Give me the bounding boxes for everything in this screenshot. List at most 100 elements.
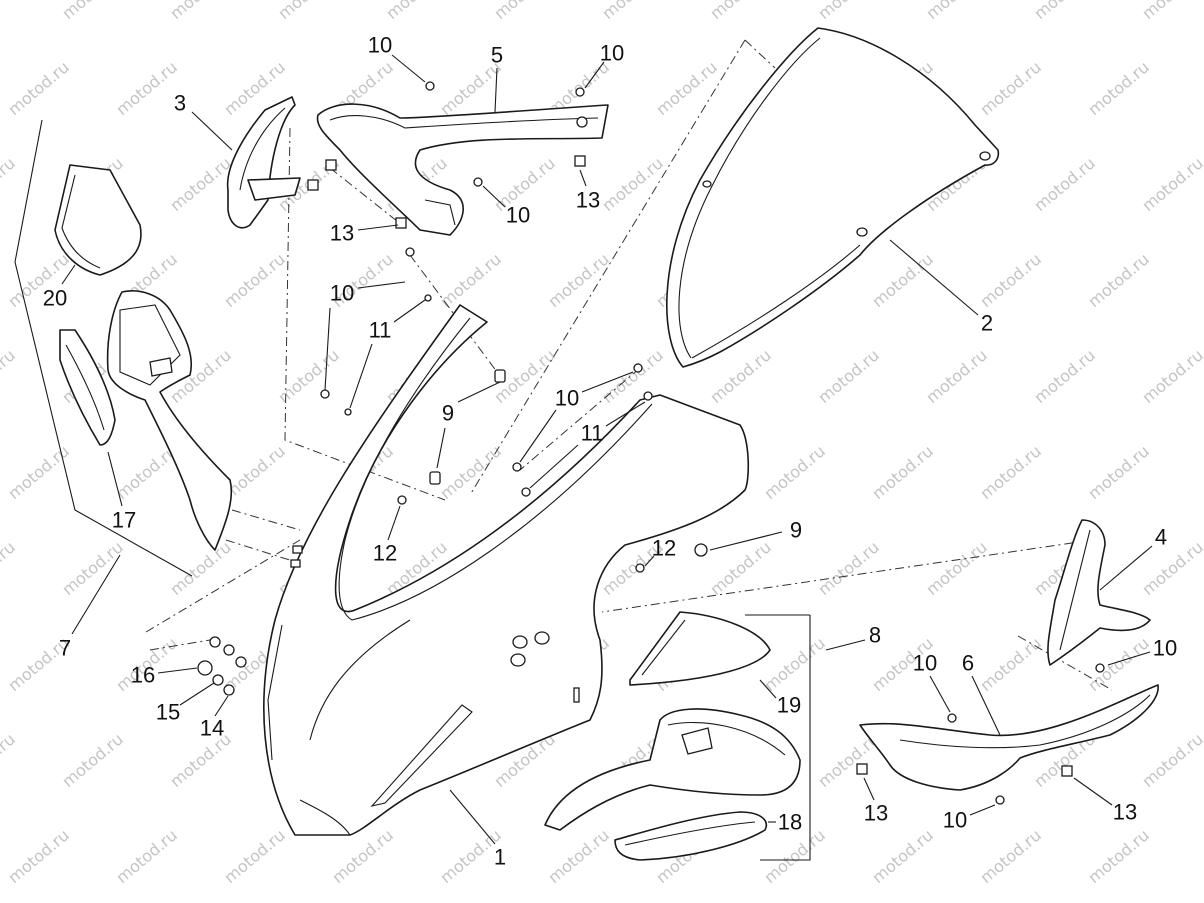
watermark-text: motod.ru xyxy=(0,0,19,23)
callout-label: 7 xyxy=(59,636,71,661)
watermark-text: motod.ru xyxy=(58,537,126,599)
callout-label: 2 xyxy=(981,311,993,336)
watermark-text: motod.ru xyxy=(274,345,342,407)
group-frame-lines xyxy=(14,119,811,861)
watermark-text: motod.ru xyxy=(166,153,234,215)
screw-12 xyxy=(635,563,645,573)
left-inner-panel xyxy=(226,96,301,229)
callout-label: 10 xyxy=(368,33,392,58)
callout-label: 18 xyxy=(778,810,802,835)
clip-13 xyxy=(856,763,868,775)
screw-10 xyxy=(575,87,585,97)
right-inner-panel xyxy=(1047,519,1151,666)
watermark-text: motod.ru xyxy=(868,825,936,887)
washer xyxy=(576,116,588,128)
watermark-text: motod.ru xyxy=(1084,825,1152,887)
nut xyxy=(209,636,221,648)
watermark-text: motod.ru xyxy=(1084,441,1152,503)
watermark-text: motod.ru xyxy=(814,537,882,599)
mirror-glass xyxy=(54,164,142,276)
watermark-text: motod.ru xyxy=(598,0,666,23)
nut xyxy=(235,656,247,668)
callout-label: 4 xyxy=(1155,525,1167,550)
fairing-tab xyxy=(290,559,301,568)
watermark-text: motod.ru xyxy=(4,825,72,887)
screw-10 xyxy=(1095,663,1105,673)
fairing-hole xyxy=(512,635,528,649)
watermark-text: motod.ru xyxy=(922,345,990,407)
watermark-text: motod.ru xyxy=(382,0,450,23)
mirror-lens xyxy=(629,611,771,686)
watermark-text: motod.ru xyxy=(976,57,1044,119)
watermark-text: motod.ru xyxy=(976,825,1044,887)
callout-label: 10 xyxy=(330,281,354,306)
callout-label: 10 xyxy=(943,808,967,833)
windscreen-mount-hole xyxy=(702,180,712,188)
callout-label: 5 xyxy=(491,43,503,68)
windscreen-mount-hole xyxy=(856,227,868,237)
watermark-text: motod.ru xyxy=(1084,249,1152,311)
callout-label: 9 xyxy=(442,401,454,426)
watermark-text: motod.ru xyxy=(220,825,288,887)
right-turn-signal xyxy=(614,811,767,861)
clip-13 xyxy=(307,179,319,191)
callout-label: 13 xyxy=(576,188,600,213)
callout-label: 13 xyxy=(864,801,888,826)
watermark-text: motod.ru xyxy=(1138,153,1204,215)
watermark-text: motod.ru xyxy=(1138,345,1204,407)
callout-label: 10 xyxy=(555,386,579,411)
spacer-9 xyxy=(494,369,506,383)
grommet-11 xyxy=(424,294,432,302)
watermark-text: motod.ru xyxy=(58,0,126,23)
grommet-11 xyxy=(643,391,653,401)
watermark-text: motod.ru xyxy=(1138,537,1204,599)
watermark-text: motod.ru xyxy=(490,0,558,23)
watermark-text: motod.ru xyxy=(598,153,666,215)
grommet-11 xyxy=(521,487,531,497)
callout-label: 3 xyxy=(174,91,186,116)
fairing-tab xyxy=(292,545,303,554)
mirror-mount-block xyxy=(681,727,713,755)
watermark-text: motod.ru xyxy=(1138,729,1204,791)
washer-15 xyxy=(212,674,224,686)
screw-10 xyxy=(947,713,957,723)
watermark-text: motod.ru xyxy=(760,633,828,695)
screw-10 xyxy=(995,795,1005,805)
watermark-text: motod.ru xyxy=(0,729,19,791)
leader-lines xyxy=(61,54,1153,845)
screw-10 xyxy=(512,462,522,472)
windscreen-mount-hole xyxy=(979,151,991,161)
watermark-text: motod.ru xyxy=(436,249,504,311)
right-lower-duct xyxy=(859,684,1159,791)
watermark-text: motod.ru xyxy=(4,57,72,119)
callout-label: 15 xyxy=(156,700,180,725)
screw-10 xyxy=(405,247,415,257)
watermark-text: motod.ru xyxy=(814,345,882,407)
watermark-text: motod.ru xyxy=(976,249,1044,311)
watermark-text: motod.ru xyxy=(868,249,936,311)
watermark-text: motod.ru xyxy=(976,441,1044,503)
watermark-text: motod.ru xyxy=(706,537,774,599)
watermark-text: motod.ru xyxy=(274,0,342,23)
callout-label: 11 xyxy=(369,318,392,343)
callout-label: 10 xyxy=(600,41,624,66)
screw-12 xyxy=(397,495,407,505)
left-turn-signal xyxy=(59,329,116,446)
watermark-text: motod.ru xyxy=(1138,0,1204,23)
watermark-text: motod.ru xyxy=(112,57,180,119)
assembly-dashed-lines xyxy=(145,39,1113,691)
watermark-text: motod.ru xyxy=(706,0,774,23)
watermark-text: motod.ru xyxy=(166,0,234,23)
watermark-text: motod.ru xyxy=(166,537,234,599)
callout-label: 14 xyxy=(200,716,224,741)
callout-label: 16 xyxy=(131,663,155,688)
watermark-text: motod.ru xyxy=(922,537,990,599)
callout-label: 12 xyxy=(373,541,397,566)
fairing-slot xyxy=(573,687,580,703)
windscreen xyxy=(666,27,1000,368)
watermark-text: motod.ru xyxy=(1030,0,1098,23)
callout-label: 20 xyxy=(43,286,67,311)
callout-label: 17 xyxy=(112,508,136,533)
watermark-text: motod.ru xyxy=(814,0,882,23)
